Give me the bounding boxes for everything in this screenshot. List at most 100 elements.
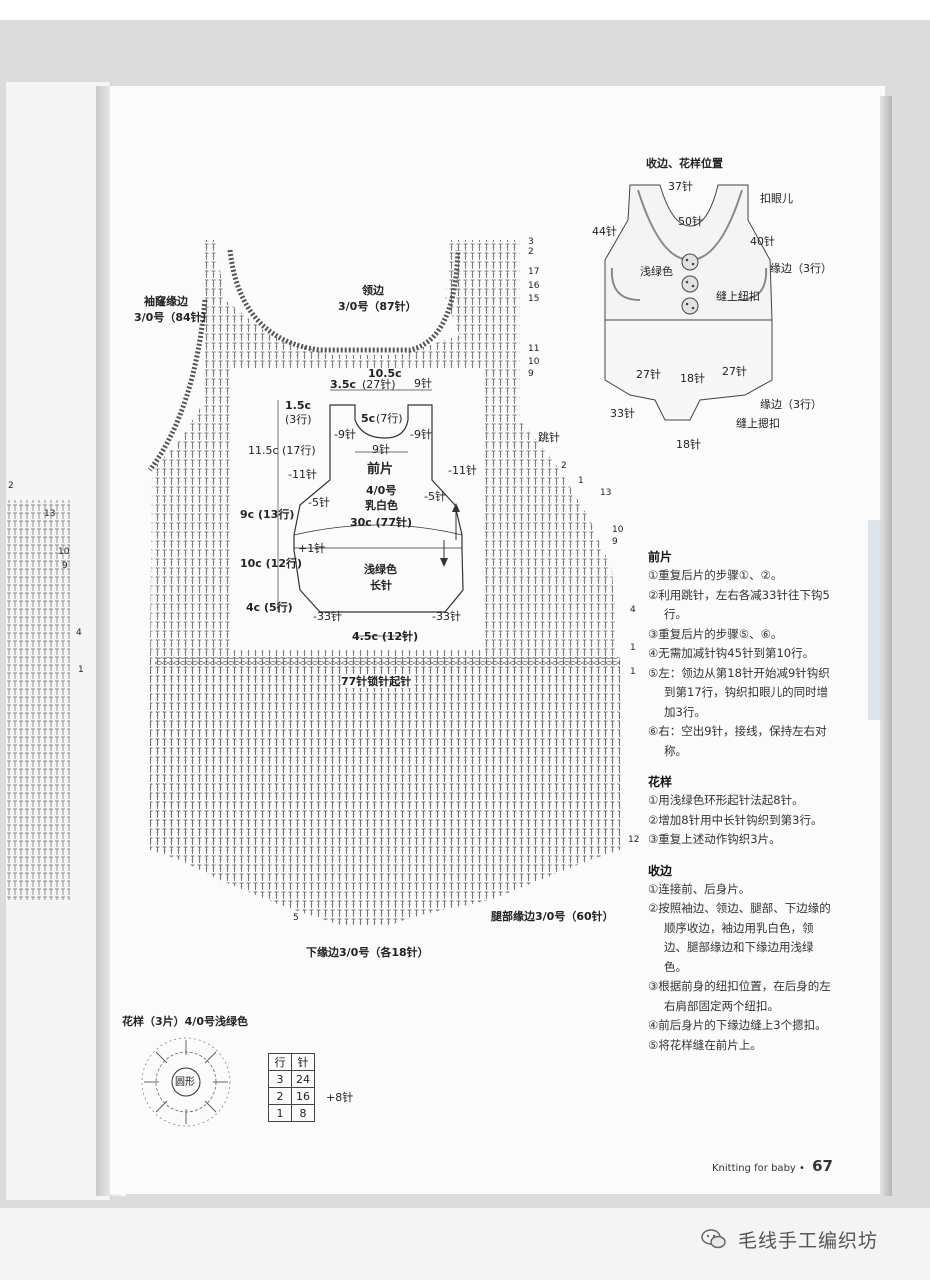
row-number: 1 xyxy=(630,643,636,653)
leg-edging-label: 腿部缘边3/0号（60针） xyxy=(491,910,614,923)
row-number: 9 xyxy=(528,369,534,379)
cuff-edging-label: 袖窿缘边 xyxy=(144,295,188,308)
row-number: 10 xyxy=(612,525,624,535)
width-5c-rows: (7行) xyxy=(376,412,403,425)
list-item: ④前后身片的下缘边缝上3个摁扣。 xyxy=(648,1018,827,1032)
height-1-5-label: 1.5c xyxy=(285,399,312,412)
light-green-label: 浅绿色 xyxy=(364,563,397,576)
overview-edging-3rows: 缘边（3行） xyxy=(770,262,832,275)
row-number: 3 xyxy=(528,237,534,247)
page-number: 67 xyxy=(812,1157,833,1175)
table-cell: 1 xyxy=(268,1104,292,1122)
pattern-notes-heading: 花样 xyxy=(648,775,673,789)
decrease-9-right: -9针 xyxy=(410,428,432,441)
height-4c-label: 4c (5行) xyxy=(246,601,293,614)
overview-sts-18a: 18针 xyxy=(680,372,705,385)
width-9sts-label: 9针 xyxy=(414,377,432,390)
row-number: 10 xyxy=(58,547,70,557)
hem-edging-label: 下缘边3/0号（各18针） xyxy=(306,946,429,959)
width-3-5-sts: (27针) xyxy=(362,378,396,391)
book-title: Knitting for baby xyxy=(712,1163,796,1174)
list-item: ①连接前、后身片。 xyxy=(648,881,751,896)
table-row: 1 8 xyxy=(268,1104,315,1122)
list-item: ③根据前身的纽扣位置，在后身的左右肩部固定两个纽扣。 xyxy=(648,979,831,1013)
overview-sew-snaps: 缝上摁扣 xyxy=(736,417,780,430)
list-item: ④无需加减针钩45针到第10行。 xyxy=(648,646,815,660)
row-number: 5 xyxy=(293,913,299,923)
row-number: 4 xyxy=(76,628,82,638)
neck-edging-spec: 3/0号（87针） xyxy=(338,300,417,313)
row-number: 2 xyxy=(528,247,534,257)
height-11-5-label: 11.5c (17行) xyxy=(248,444,316,457)
width-30c-label: 30c (77针) xyxy=(350,516,413,529)
page-tab-marker xyxy=(868,520,882,720)
motif-row-table: 行 针 3 24 2 16 1 8 xyxy=(268,1053,315,1122)
row-number: 9 xyxy=(62,561,68,571)
front-notes-heading: 前片 xyxy=(648,550,673,564)
overview-sts-18b: 18针 xyxy=(676,438,701,451)
list-item: ①用浅绿色环形起针法起8针。 xyxy=(648,793,804,807)
width-4-5-label: 4.5c (12针) xyxy=(352,630,419,643)
overview-sts-27b: 27针 xyxy=(722,365,747,378)
width-5c-label: 5c xyxy=(361,412,376,425)
row-number: 12 xyxy=(628,835,640,845)
neck-edging-label: 领边 xyxy=(362,284,384,297)
row-number: 13 xyxy=(44,509,56,519)
table-cell: 8 xyxy=(291,1104,315,1122)
height-1-5-rows: (3行) xyxy=(285,413,312,426)
table-row: 3 24 xyxy=(268,1070,315,1088)
row-number: 1 xyxy=(78,665,84,675)
decrease-11-right: -11针 xyxy=(448,464,477,477)
list-item: ③重复后片的步骤⑤、⑥。 xyxy=(648,626,783,641)
decrease-33-left: -33针 xyxy=(313,610,342,623)
row-number: 1 xyxy=(630,667,636,677)
list-item: ②按照袖边、领边、腿部、下边缘的顺序收边，袖边用乳白色，领边、腿部缘边和下缘边用… xyxy=(648,901,831,974)
overview-sts-27a: 27针 xyxy=(636,368,661,381)
overview-sts-33: 33针 xyxy=(610,407,635,420)
decrease-33-right: -33针 xyxy=(432,610,461,623)
table-header-cell: 行 xyxy=(268,1053,292,1071)
overview-edging-3rows-b: 缘边（3行） xyxy=(760,398,822,411)
scan-bottom-border xyxy=(0,1208,930,1280)
increase-1-label: +1针 xyxy=(298,542,326,555)
row-number: 2 xyxy=(561,461,567,471)
table-cell: 16 xyxy=(291,1087,315,1105)
list-item: ⑥右：空出9针，接线，保持左右对称。 xyxy=(648,724,827,758)
row-number: 16 xyxy=(528,281,540,291)
row-number: 11 xyxy=(528,344,540,354)
motif-title: 花样（3片）4/0号浅绿色 xyxy=(122,1015,248,1028)
table-row: 2 16 xyxy=(268,1087,315,1105)
page-edge-shadow xyxy=(880,96,892,1196)
decrease-5-left: -5针 xyxy=(308,496,330,509)
row-number: 1 xyxy=(578,476,584,486)
page-footer: Knitting for baby • 67 xyxy=(712,1157,833,1175)
row-number: 9 xyxy=(612,537,618,547)
list-item: ②增加8针用中长针钩织到第3行。 xyxy=(648,812,823,827)
watermark-text: 毛线手工编织坊 xyxy=(738,1230,879,1252)
row-number: 2 xyxy=(8,481,14,491)
decrease-9-left: -9针 xyxy=(334,428,356,441)
list-item: ⑤将花样缝在前片上。 xyxy=(648,1037,762,1052)
instruction-notes: 前片 ①重复后片的步骤①、②。 ②利用跳针，左右各减33针往下钩5行。 ③重复后… xyxy=(648,540,836,1055)
overview-sts-44: 44针 xyxy=(592,225,617,238)
row-number: 13 xyxy=(600,488,612,498)
motif-increase-note: +8针 xyxy=(326,1091,354,1104)
decrease-11-left: -11针 xyxy=(288,468,317,481)
row-number: 4 xyxy=(630,605,636,615)
front-piece-title: 前片 xyxy=(367,462,394,477)
overview-sew-buttons: 缝上纽扣 xyxy=(716,290,760,303)
list-item: ②利用跳针，左右各减33针往下钩5行。 xyxy=(648,587,830,622)
cuff-edging-spec: 3/0号（84针） xyxy=(134,311,213,324)
list-item: ③重复上述动作钩织3片。 xyxy=(648,832,781,846)
decrease-5-right: -5针 xyxy=(424,490,446,503)
width-10-5-label: 10.5c xyxy=(368,367,402,380)
list-item: ⑤左：领边从第18针开始减9针钩织到第17行，钩织扣眼儿的同时增加3行。 xyxy=(648,665,830,719)
table-cell: 24 xyxy=(291,1070,315,1088)
motif-center-label: 圆形 xyxy=(175,1077,195,1088)
finishing-notes-heading: 收边 xyxy=(648,863,673,878)
list-item: ①重复后片的步骤①、②。 xyxy=(648,568,783,582)
skip-stitch-label: 跳针 xyxy=(538,431,560,444)
row-number: 15 xyxy=(528,294,540,304)
scan-top-border xyxy=(0,0,930,20)
